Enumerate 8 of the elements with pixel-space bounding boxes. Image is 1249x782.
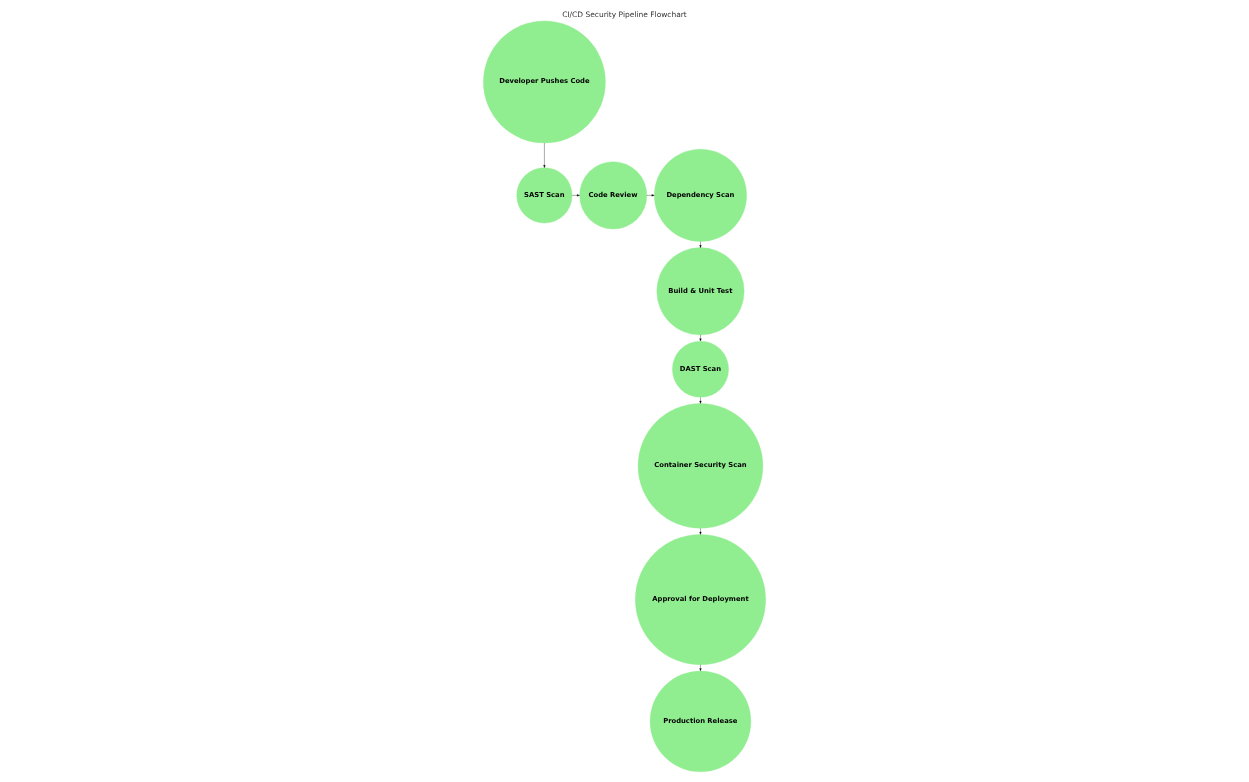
arrow [543,142,546,168]
arrow [646,194,655,197]
arrow [571,194,580,197]
arrow [699,397,702,404]
arrow [699,528,702,535]
arrow [699,664,702,671]
arrow [699,334,702,342]
arrow [699,241,702,248]
